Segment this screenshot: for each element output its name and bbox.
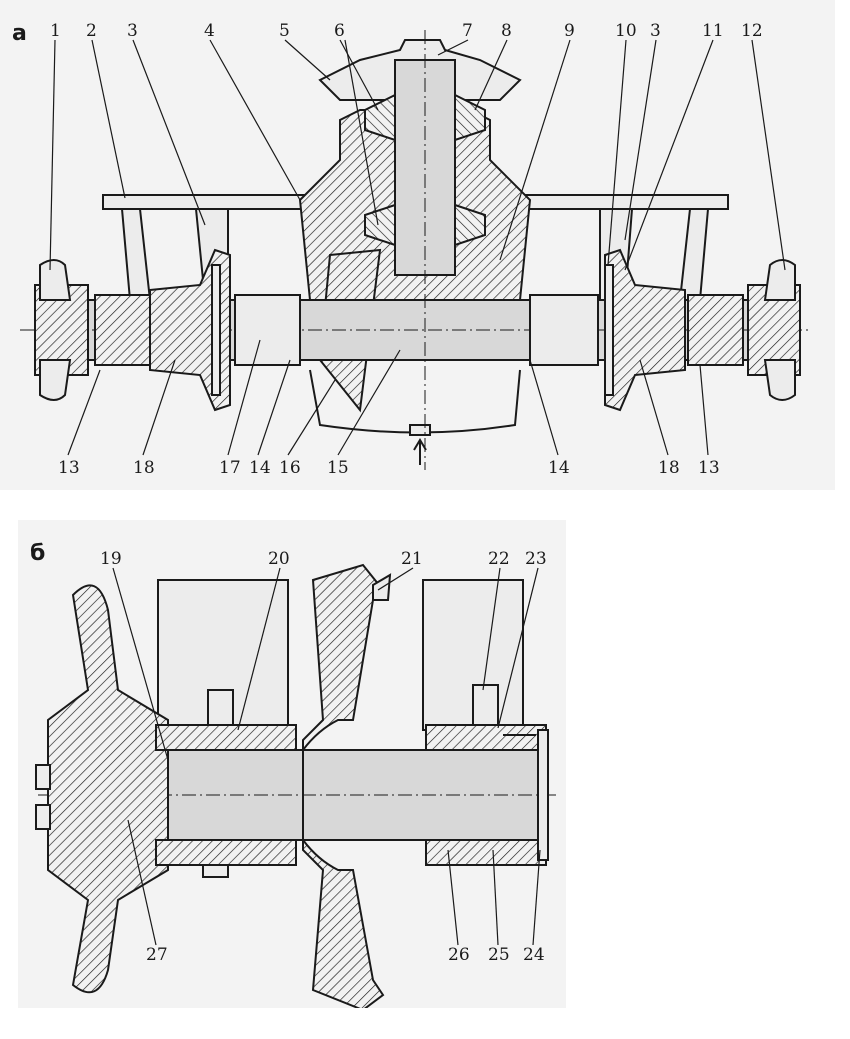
housing-26-bottom	[425, 839, 547, 866]
right-hub-top-lug	[763, 259, 796, 301]
callout-15: 15	[327, 458, 349, 478]
panel-b-sprocket-shaft-section: б 19 20 21 22 23 27 26 25 24	[18, 520, 566, 1008]
panel-a-drive-axle-section: а 1 2 3 4 5 6 7 8 9 10 3 11 12	[0, 0, 835, 490]
bolt-head-lower	[35, 804, 51, 830]
callout-23: 23	[525, 549, 547, 569]
callout-13-right: 13	[698, 458, 720, 478]
bolt-head-upper	[35, 764, 51, 790]
callout-26: 26	[448, 945, 470, 965]
leaders-top	[49, 39, 786, 271]
callout-4: 4	[204, 21, 215, 41]
right-bearing-housing	[687, 294, 744, 366]
callout-18-left: 18	[133, 458, 155, 478]
housing-20-bottom	[155, 839, 297, 866]
bearing-right-upper	[454, 93, 486, 142]
left-sprocket	[149, 248, 231, 412]
callout-27: 27	[146, 945, 168, 965]
callout-12: 12	[741, 21, 763, 41]
callout-21: 21	[401, 549, 423, 569]
callout-13-left: 13	[58, 458, 80, 478]
left-coupling	[234, 294, 301, 366]
callout-20: 20	[268, 549, 290, 569]
panel-b-letter: б	[30, 541, 45, 566]
right-seal	[604, 264, 614, 396]
panel-a-drawing: а 1 2 3 4 5 6 7 8 9 10 3 11 12	[0, 0, 835, 490]
sprocket-27	[47, 584, 169, 994]
callout-5: 5	[279, 21, 290, 41]
right-coupling	[529, 294, 599, 366]
bolt-22	[472, 684, 499, 726]
left-bearing-housing	[94, 294, 151, 366]
callout-14-left: 14	[249, 458, 271, 478]
callout-10: 10	[615, 21, 637, 41]
left-hub-top-lug	[39, 259, 72, 301]
callout-3-right: 3	[650, 21, 661, 41]
left-seal	[211, 264, 221, 396]
vertical-shaft	[394, 59, 456, 276]
bearing-left-lower	[364, 203, 396, 247]
callout-19: 19	[100, 549, 122, 569]
end-cap-24	[537, 729, 549, 861]
callout-2: 2	[86, 21, 97, 41]
panel-a-letter: а	[12, 21, 27, 46]
bolt-20	[207, 689, 234, 726]
housing-26-top	[425, 724, 547, 751]
housing-20-top	[155, 724, 297, 751]
panel-b-drawing: б 19 20 21 22 23 27 26 25 24	[18, 520, 566, 1008]
callout-3-left: 3	[127, 21, 138, 41]
callout-17: 17	[219, 458, 241, 478]
callout-8: 8	[501, 21, 512, 41]
right-sprocket	[604, 248, 686, 412]
right-hub-bottom-lug	[763, 359, 796, 401]
callout-24: 24	[523, 945, 545, 965]
drain-plug	[409, 424, 431, 436]
callout-18-right: 18	[658, 458, 680, 478]
left-hub	[34, 284, 89, 376]
leaders-panel-b	[112, 567, 541, 946]
bearing-right-lower	[454, 203, 486, 247]
callout-7: 7	[462, 21, 473, 41]
nut-20-bottom	[202, 864, 229, 878]
callout-1: 1	[50, 21, 61, 41]
wheel-21	[302, 563, 385, 1008]
arrow-up	[413, 438, 427, 465]
callout-25: 25	[488, 945, 510, 965]
callout-16: 16	[279, 458, 301, 478]
left-hub-bottom-lug	[39, 359, 72, 401]
callout-9: 9	[564, 21, 575, 41]
callout-14-right: 14	[548, 458, 570, 478]
callout-6: 6	[334, 21, 345, 41]
leaders-bottom	[67, 339, 709, 456]
callout-11: 11	[702, 21, 724, 41]
callout-22: 22	[488, 549, 510, 569]
